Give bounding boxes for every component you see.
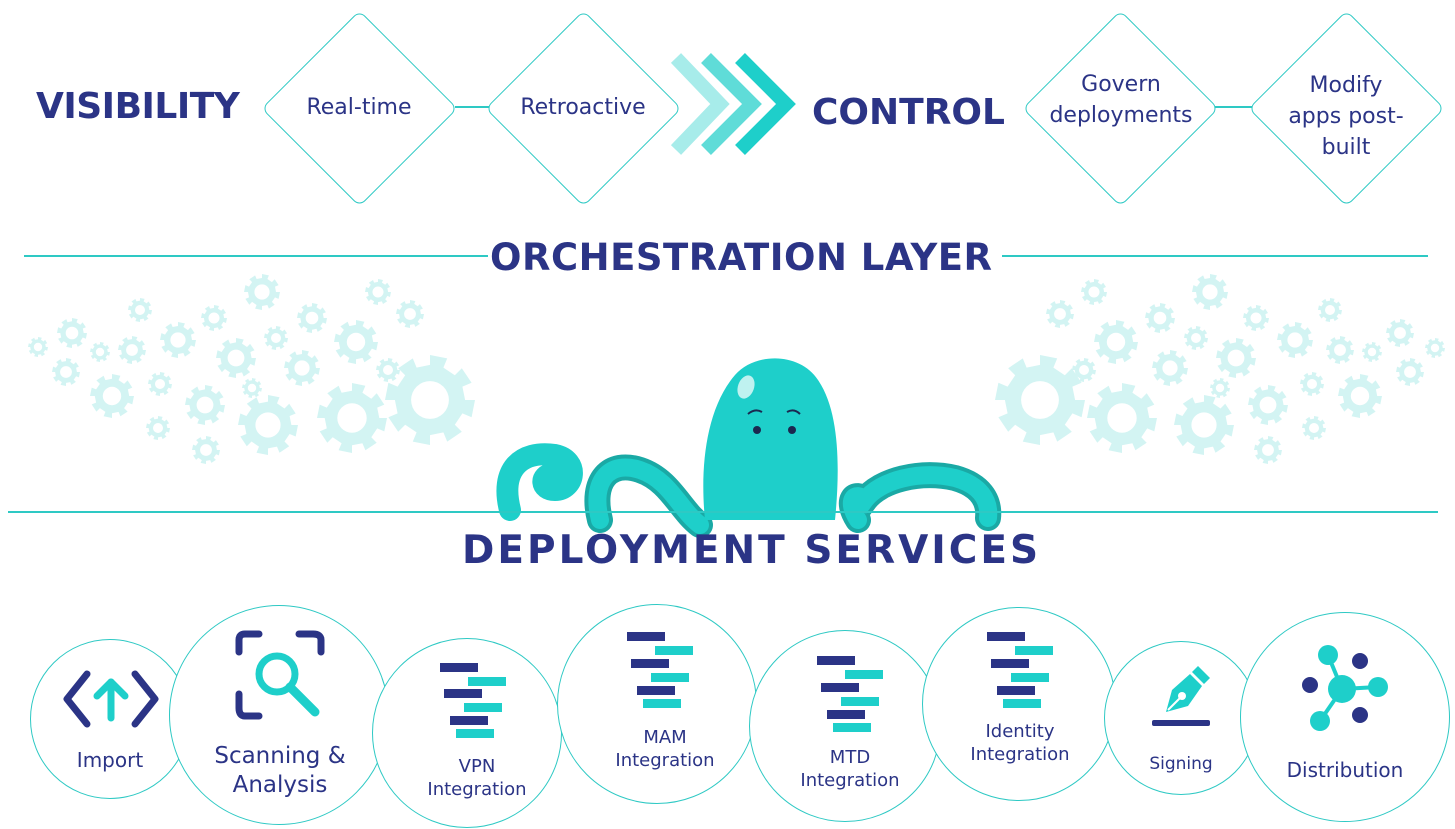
- gear-hole: [1191, 333, 1201, 343]
- gear-hole: [1162, 360, 1178, 376]
- gear-hole: [404, 308, 416, 320]
- service-label-scanning: Scanning & Analysis: [214, 743, 346, 798]
- control-connector: [1213, 106, 1253, 108]
- pen-nib-icon: [1152, 666, 1210, 726]
- service-label-identity: Identity Integration: [970, 721, 1070, 765]
- chevron-arrows-icon: [670, 53, 796, 155]
- gear-hole: [1309, 423, 1319, 433]
- gear-hole: [1394, 327, 1406, 339]
- gear-hole: [1153, 311, 1167, 325]
- visibility-item-real-time: Real-time: [306, 95, 412, 120]
- gear-hole: [1215, 383, 1225, 393]
- gear-hole: [1021, 381, 1059, 419]
- gear-hole: [383, 365, 393, 375]
- orchestration-line-right: [1002, 255, 1428, 257]
- gear-hole: [65, 326, 79, 340]
- gear-hole: [1250, 312, 1262, 324]
- gear-hole: [372, 286, 384, 298]
- gear-hole: [170, 332, 186, 348]
- upload-code-icon: [63, 670, 159, 728]
- gear-hole: [411, 381, 449, 419]
- gear-hole: [1404, 366, 1416, 378]
- gear-hole: [1054, 308, 1066, 320]
- gear-hole: [1202, 284, 1218, 300]
- gear-hole: [271, 333, 281, 343]
- service-distribution[interactable]: [1240, 612, 1450, 822]
- gear-hole: [254, 284, 270, 300]
- gear-hole: [1307, 379, 1317, 389]
- gear-hole: [1367, 347, 1377, 357]
- visibility-connector: [455, 106, 490, 108]
- gear-hole: [247, 383, 257, 393]
- service-scanning[interactable]: [169, 605, 389, 825]
- octopus-icon: [496, 358, 1002, 538]
- gear-hole: [346, 332, 366, 352]
- integration-bars-icon: [987, 632, 1057, 712]
- control-item-modify: Modify apps post-built: [1288, 73, 1404, 160]
- gear-hole: [95, 347, 105, 357]
- gear-hole: [1334, 344, 1346, 356]
- integration-bars-icon: [817, 656, 887, 736]
- gear-hole: [1287, 332, 1303, 348]
- service-label-signing: Signing: [1149, 754, 1213, 774]
- gear-hole: [294, 360, 310, 376]
- gear-hole: [1262, 444, 1274, 456]
- gear-hole: [1106, 332, 1126, 352]
- gear-hole: [1088, 286, 1100, 298]
- service-label-mam: MAM Integration: [615, 727, 715, 771]
- network-nodes-icon: [1302, 645, 1388, 731]
- gear-hole: [1227, 349, 1245, 367]
- gear-hole: [1259, 396, 1277, 414]
- gear-hole: [126, 344, 138, 356]
- orchestration-line-left: [24, 255, 488, 257]
- gear-hole: [227, 349, 245, 367]
- integration-bars-icon: [627, 632, 697, 712]
- gear-hole: [196, 396, 214, 414]
- service-label-vpn: VPN Integration: [427, 756, 527, 800]
- gear-hole: [1107, 403, 1137, 433]
- deployment-title: DEPLOYMENT SERVICES: [462, 528, 1042, 573]
- gear-hole: [337, 403, 367, 433]
- gear-hole: [135, 305, 145, 315]
- gear-hole: [102, 386, 122, 406]
- orchestration-title: ORCHESTRATION LAYER: [490, 236, 993, 279]
- control-heading: CONTROL: [812, 92, 1005, 133]
- gear-hole: [60, 366, 72, 378]
- scan-magnifier-icon: [235, 630, 325, 720]
- integration-bars-icon: [440, 663, 510, 743]
- gear-hole: [208, 312, 220, 324]
- gear-hole: [1325, 305, 1335, 315]
- service-label-mtd: MTD Integration: [800, 747, 900, 791]
- gear-hole: [155, 379, 165, 389]
- gear-hole: [153, 423, 163, 433]
- gear-hole: [1191, 412, 1217, 438]
- service-label-distribution: Distribution: [1286, 758, 1404, 782]
- visibility-item-retroactive: Retroactive: [520, 95, 646, 120]
- gear-hole: [255, 412, 281, 438]
- gear-hole: [33, 342, 43, 352]
- gear-hole: [200, 444, 212, 456]
- control-item-govern: Govern deployments: [1049, 72, 1193, 128]
- service-signing[interactable]: [1104, 641, 1258, 795]
- deployment-divider: [8, 511, 1438, 513]
- service-label-import: Import: [76, 748, 144, 772]
- visibility-heading: VISIBILITY: [36, 86, 240, 127]
- gear-hole: [1430, 343, 1440, 353]
- gear-hole: [305, 311, 319, 325]
- gear-hole: [1350, 386, 1370, 406]
- gear-hole: [1079, 365, 1089, 375]
